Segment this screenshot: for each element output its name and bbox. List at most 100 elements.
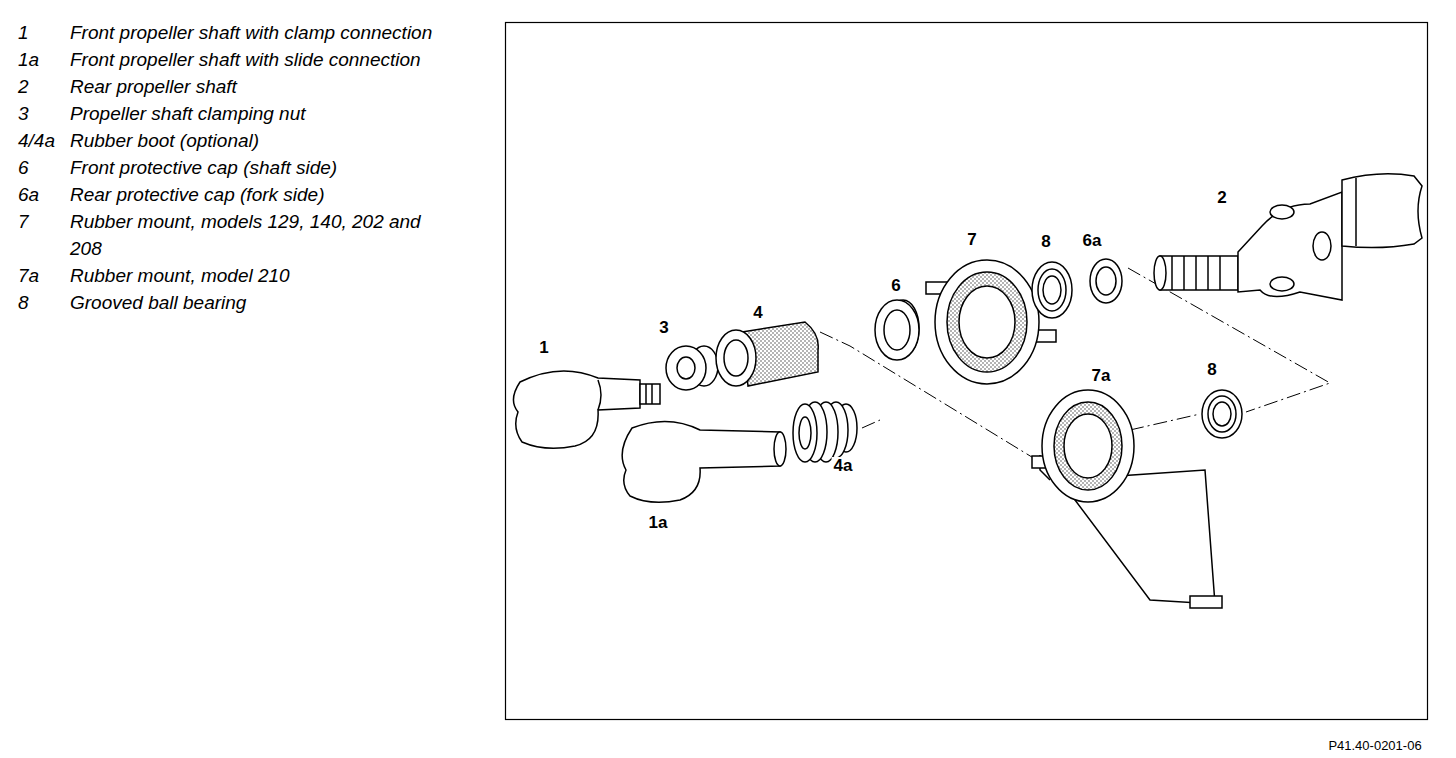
- key-description: Rear protective cap (fork side): [70, 181, 445, 208]
- callout-number: 6a: [1081, 232, 1104, 250]
- rubber-boot-bellows: [793, 402, 857, 462]
- callout-number: 7: [965, 231, 978, 249]
- figure-frame: [506, 23, 1428, 720]
- key-description: Front protective cap (shaft side): [70, 154, 445, 181]
- rear-propeller-shaft: [1313, 232, 1331, 260]
- callout-number: 4: [751, 304, 764, 322]
- rear-propeller-shaft: [1238, 192, 1342, 300]
- key-number: 4/4a: [18, 127, 70, 154]
- front-protective-cap: [884, 310, 910, 350]
- rubber-mount: [935, 260, 1039, 384]
- front-propeller-shaft: [645, 384, 647, 404]
- ball-bearing-lower: [1202, 390, 1242, 438]
- rubber-mount-210: [1190, 596, 1222, 608]
- rubber-mount-210: [1064, 414, 1112, 478]
- ball-bearing-lower: [1202, 390, 1242, 438]
- rear-propeller-shaft: [1355, 178, 1357, 246]
- rear-propeller-shaft: [1207, 256, 1209, 290]
- callout-number: 3: [657, 319, 670, 337]
- key-number: 7a: [18, 262, 70, 289]
- front-propeller-shaft: [651, 384, 653, 404]
- center-line: [1130, 414, 1200, 430]
- key-description: Front propeller shaft with clamp connect…: [70, 19, 445, 46]
- key-number: 8: [18, 289, 70, 316]
- rear-protective-cap: [1090, 259, 1122, 303]
- front-propeller-shaft: [640, 384, 660, 404]
- parts-key: 1Front propeller shaft with clamp connec…: [18, 19, 478, 316]
- key-row: 4/4aRubber boot (optional): [18, 127, 478, 154]
- key-description: Propeller shaft clamping nut: [70, 100, 445, 127]
- key-number: 3: [18, 100, 70, 127]
- front-protective-cap: [875, 300, 919, 360]
- callout-number: 6: [889, 277, 902, 295]
- rubber-mount: [959, 286, 1015, 358]
- figure-frame: [506, 23, 1428, 720]
- clamping-nut: [666, 346, 706, 390]
- key-row: 2Rear propeller shaft: [18, 73, 478, 100]
- callout-number: 8: [1039, 233, 1052, 251]
- ball-bearing: [1038, 269, 1066, 311]
- ball-bearing-lower: [1213, 402, 1231, 426]
- rear-propeller-shaft: [1183, 256, 1185, 290]
- callout-number: 7a: [1090, 367, 1113, 385]
- rear-propeller-shaft: [1270, 205, 1294, 219]
- rubber-boot: [716, 330, 756, 386]
- ball-bearing: [1032, 262, 1072, 318]
- key-row: 3Propeller shaft clamping nut: [18, 100, 478, 127]
- ball-bearing: [1043, 276, 1061, 304]
- key-row: 6aRear protective cap (fork side): [18, 181, 478, 208]
- key-number: 6: [18, 154, 70, 181]
- key-number: 1a: [18, 46, 70, 73]
- clamping-nut: [677, 357, 695, 379]
- rear-protective-cap: [1090, 259, 1122, 303]
- key-description: Rubber mount, models 129, 140, 202 and 2…: [70, 208, 445, 262]
- key-description: Front propeller shaft with slide connect…: [70, 46, 445, 73]
- key-description: Rubber boot (optional): [70, 127, 445, 154]
- front-propeller-shaft-slide: [622, 421, 786, 502]
- rubber-mount-210: [1032, 390, 1222, 608]
- rubber-boot: [716, 322, 818, 386]
- key-row: 7Rubber mount, models 129, 140, 202 and …: [18, 208, 478, 262]
- key-number: 7: [18, 208, 70, 262]
- key-number: 2: [18, 73, 70, 100]
- key-row: 1Front propeller shaft with clamp connec…: [18, 19, 478, 46]
- ball-bearing: [1032, 262, 1072, 318]
- key-description: Rear propeller shaft: [70, 73, 445, 100]
- rubber-mount: [947, 272, 1027, 372]
- key-row: 1aFront propeller shaft with slide conne…: [18, 46, 478, 73]
- rear-propeller-shaft: [1342, 174, 1422, 248]
- center-line: [862, 420, 880, 428]
- key-description: Rubber mount, model 210: [70, 262, 445, 289]
- rear-propeller-shaft: [1270, 277, 1294, 291]
- key-description: Grooved ball bearing: [70, 289, 445, 316]
- rubber-boot-bellows: [799, 417, 811, 449]
- figure-number: P41.40-0201-06: [1328, 739, 1421, 753]
- rear-propeller-shaft: [1160, 256, 1238, 290]
- callout-number: 4a: [832, 457, 855, 475]
- rubber-mount-210: [1054, 402, 1122, 490]
- callout-number: 2: [1215, 189, 1228, 207]
- clamping-nut: [666, 346, 718, 390]
- rear-propeller-shaft: [1154, 256, 1166, 290]
- rear-propeller-shaft: [1171, 256, 1173, 290]
- key-row: 7aRubber mount, model 210: [18, 262, 478, 289]
- rear-propeller-shaft: [1219, 256, 1221, 290]
- key-row: 8Grooved ball bearing: [18, 289, 478, 316]
- callout-number: 8: [1205, 361, 1218, 379]
- rear-propeller-shaft: [1195, 256, 1197, 290]
- key-number: 1: [18, 19, 70, 46]
- callout-number: 1: [537, 339, 550, 357]
- front-propeller-shaft-slide: [774, 432, 786, 466]
- front-propeller-shaft: [598, 380, 601, 410]
- front-protective-cap: [875, 300, 919, 360]
- ball-bearing-lower: [1208, 396, 1236, 432]
- key-number: 6a: [18, 181, 70, 208]
- key-row: 6Front protective cap (shaft side): [18, 154, 478, 181]
- rubber-boot: [724, 340, 748, 376]
- rubber-mount-210: [1042, 390, 1134, 502]
- rubber-boot-bellows: [793, 404, 817, 462]
- rear-propeller-shaft: [1154, 174, 1422, 300]
- callout-number: 1a: [647, 514, 670, 532]
- front-propeller-shaft: [513, 371, 640, 448]
- rear-protective-cap: [1096, 267, 1116, 295]
